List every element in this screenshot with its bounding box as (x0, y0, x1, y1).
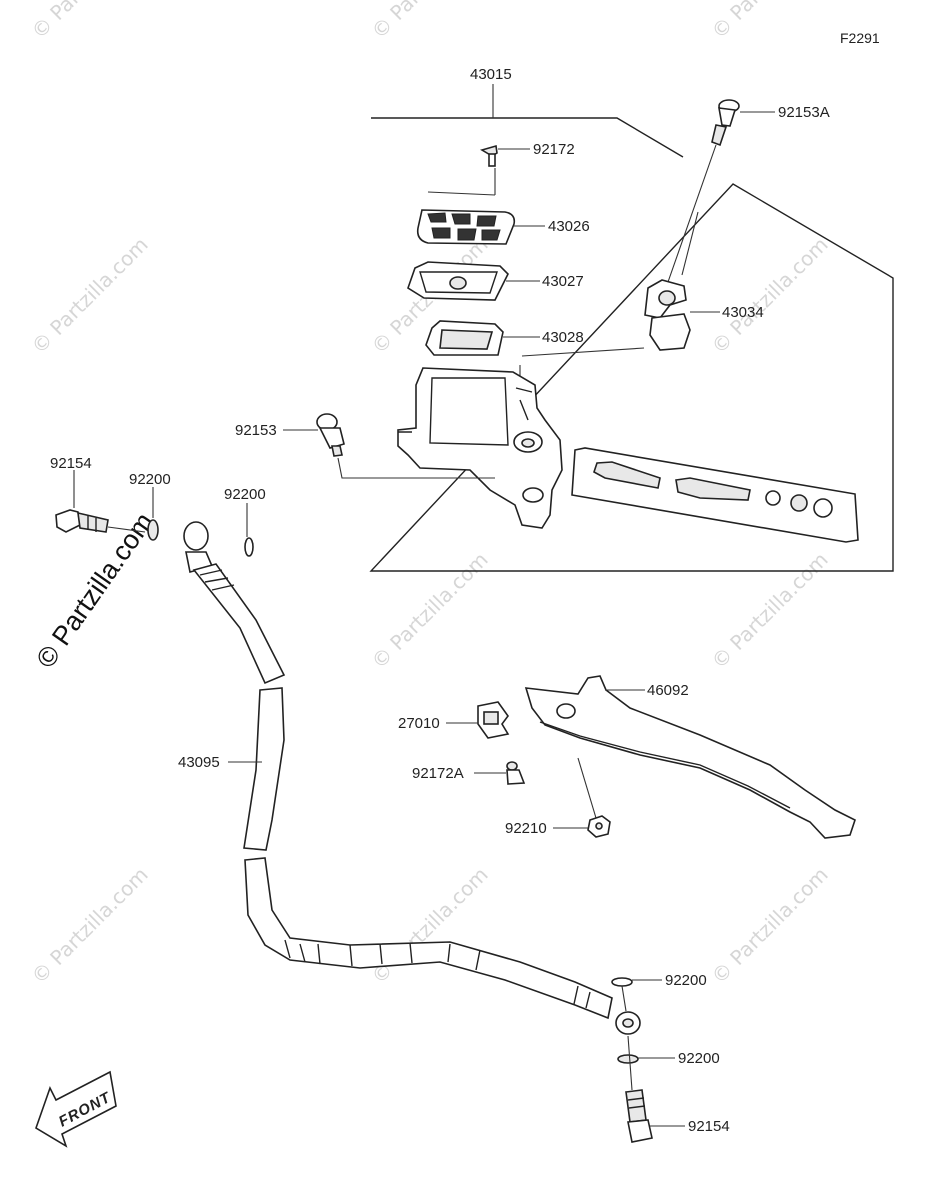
label-92200-d: 92200 (678, 1050, 720, 1067)
part-43026-cap (416, 209, 516, 245)
leader-92153A-down (667, 144, 717, 283)
label-92200-c: 92200 (665, 972, 707, 989)
part-92172-screw (480, 144, 498, 167)
part-92154-top-bolt (55, 509, 109, 533)
watermark: © Partzilla.com (27, 232, 153, 358)
part-piston-kit (571, 447, 859, 543)
label-27010: 27010 (398, 715, 440, 732)
part-banjo-bottom (615, 1011, 641, 1035)
label-43095: 43095 (178, 754, 220, 771)
label-92154-top: 92154 (50, 455, 92, 472)
leader-bottom-axis (627, 1035, 633, 1091)
leader-92153-down (337, 457, 495, 479)
label-92200-b: 92200 (224, 486, 266, 503)
part-92200-washer-top-b (244, 537, 254, 557)
watermark: © Partzilla.com (707, 0, 833, 44)
label-92154-bottom: 92154 (688, 1118, 730, 1135)
label-92172: 92172 (533, 141, 575, 158)
label-92153A: 92153A (778, 104, 830, 121)
label-43015: 43015 (470, 66, 512, 83)
label-46092: 46092 (647, 682, 689, 699)
watermark: © Partzilla.com (27, 0, 153, 44)
label-43034: 43034 (722, 304, 764, 321)
part-43095-hose (183, 521, 613, 1020)
leader-92154-top-axis (107, 526, 146, 533)
watermark-large: © Partzilla.com (30, 507, 159, 673)
watermark: © Partzilla.com (707, 232, 833, 358)
part-92172A-screw (506, 761, 526, 785)
part-92154-bottom-bolt (625, 1089, 653, 1143)
label-43028: 43028 (542, 329, 584, 346)
leader-lever-pivot (577, 757, 597, 819)
label-92200-a: 92200 (129, 471, 171, 488)
leader-bottom-axis-top (621, 985, 627, 1012)
label-92153: 92153 (235, 422, 277, 439)
watermark: © Partzilla.com (27, 862, 153, 988)
label-92172A: 92172A (412, 765, 464, 782)
leader-92172-down (427, 168, 496, 196)
part-92200-washer-top-a (147, 519, 159, 541)
leader-43034-body (521, 347, 645, 357)
part-43028-diaphragm (425, 320, 504, 356)
watermark: © Partzilla.com (367, 547, 493, 673)
label-92210: 92210 (505, 820, 547, 837)
part-46092-lever (524, 675, 856, 839)
part-43034-clamp (644, 279, 691, 351)
watermark: © Partzilla.com (707, 862, 833, 988)
part-92200-washer-bottom-d (617, 1054, 639, 1064)
part-92210-nut (587, 815, 611, 838)
watermark: © Partzilla.com (367, 0, 493, 44)
part-27010-switch (477, 701, 510, 739)
part-92153-bolt (316, 413, 345, 457)
part-master-cylinder (397, 367, 563, 529)
label-43027: 43027 (542, 273, 584, 290)
front-arrow: FRONT (35, 1070, 117, 1148)
label-43026: 43026 (548, 218, 590, 235)
watermark: © Partzilla.com (707, 547, 833, 673)
part-43027-plate (407, 261, 509, 301)
part-92200-washer-bottom-c (611, 977, 633, 987)
part-92153A-bolt (711, 99, 740, 147)
figure-code: F2291 (840, 30, 880, 46)
